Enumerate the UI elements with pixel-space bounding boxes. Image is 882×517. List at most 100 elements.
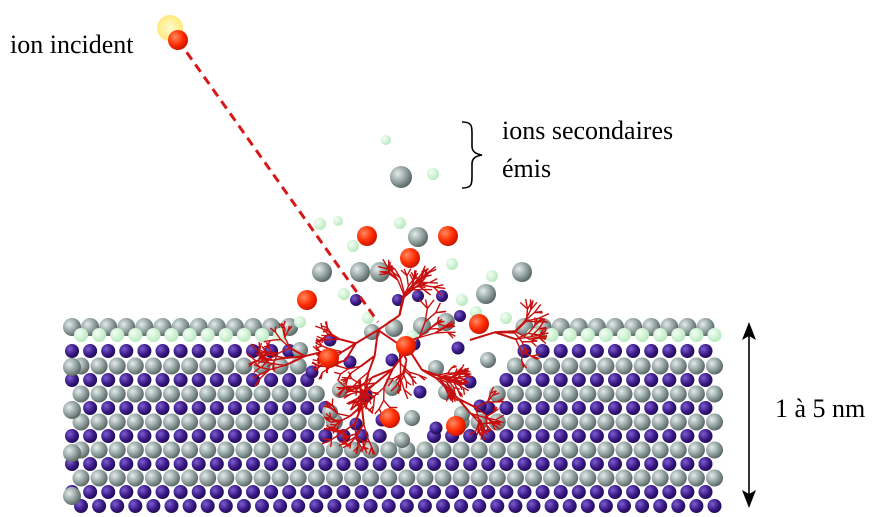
purple-atom [698,401,713,415]
purple-atom [246,401,260,415]
grey-atom [126,357,144,375]
sputtered-light-atom [446,258,458,270]
cascade-segment [495,414,505,421]
cascade-segment [258,351,269,364]
grey-atom [380,469,398,487]
purple-atom [698,373,713,387]
grey-atom [292,342,308,358]
cascade-segment [269,327,276,333]
purple-atom [481,485,496,499]
grey-atom [506,357,524,375]
purple-atom [300,457,315,471]
cascade-segment [324,418,331,423]
grey-atom [561,469,579,487]
cascade-segment [364,382,377,394]
cascade-segment [440,373,454,378]
purple-atom [626,457,641,471]
purple-atom [83,344,98,358]
purple-atom [101,401,116,415]
cascade-segment [343,430,346,440]
purple-atom [608,457,622,471]
cascade-segment [477,429,482,437]
grey-atom [235,413,253,431]
cascade-segment [453,382,459,392]
purple-atom [680,457,695,471]
grey-atom [144,469,162,487]
purple-atom [264,485,279,499]
cascade-segment [410,278,416,289]
purple-atom [463,375,477,389]
cascade-segment [426,299,435,309]
cascade-segment [527,324,536,334]
purple-atom [490,499,505,513]
grey-atom [669,385,687,403]
grey-atom [235,385,253,403]
cascade-segment [320,322,323,329]
sputtered-light-atom [486,270,498,282]
cascade-segment [453,376,464,380]
grey-atom [235,441,253,459]
purple-atom [689,499,704,513]
purple-atom [191,344,206,358]
cascade-segment [331,405,339,415]
grey-atom [597,469,615,487]
cascade-segment [538,329,544,338]
cascade-segment [478,420,483,432]
grey-atom [163,469,180,487]
cascade-segment [325,424,333,432]
cascade-segment [402,372,408,382]
cascade-segment [353,405,363,425]
purple-atom [472,499,487,513]
cascade-segment [408,371,414,380]
cascade-segment [353,423,357,437]
sputtered-red-ion [438,226,458,246]
purple-atom [83,373,98,387]
sputtered-grey-atom [512,262,532,282]
cascade-segment [322,334,330,340]
crystal-lattice [63,318,723,513]
sputtered-light-atom [381,135,391,145]
grey-atom [217,469,235,487]
purple-atom [535,457,550,471]
grey-atom [706,385,723,403]
grey-atom [271,385,289,403]
light-green-atom [128,328,143,342]
grey-atom [307,385,325,403]
cascade-segment [530,300,534,310]
grey-atom [687,357,705,375]
purple-atom [119,344,134,358]
cascade-segment [424,308,429,323]
cascade-segment [337,380,346,388]
sputtered-grey-atom [390,166,412,188]
cascade-segment [410,285,420,289]
cascade-segment [440,375,455,384]
cascade-segment [255,373,262,378]
purple-atom [191,429,206,443]
cascade-segment [429,277,438,284]
grey-atom [307,469,325,487]
light-green-atom [110,328,125,342]
cascade-segment [514,330,530,340]
cascade-segment [350,436,357,444]
purple-atom [413,385,427,399]
purple-atom [282,401,297,415]
grey-atom [271,469,289,487]
purple-atom [481,457,496,471]
purple-atom [83,429,98,443]
sputtered-light-atom [314,218,326,230]
sputtered-light-atom [427,168,439,180]
grey-atom [561,385,579,403]
grey-atom [144,413,162,431]
purple-atom [137,429,152,443]
purple-atom [499,457,514,471]
purple-atom [544,499,559,513]
purple-atom [517,373,532,387]
purple-atom [535,344,550,358]
purple-atom [173,401,188,415]
grey-atom [651,357,669,375]
cascade-segment [260,366,270,371]
cascade-segment [403,389,409,400]
cascade-segment [519,301,528,310]
purple-atom [429,421,443,435]
cascade-segment [360,354,376,368]
